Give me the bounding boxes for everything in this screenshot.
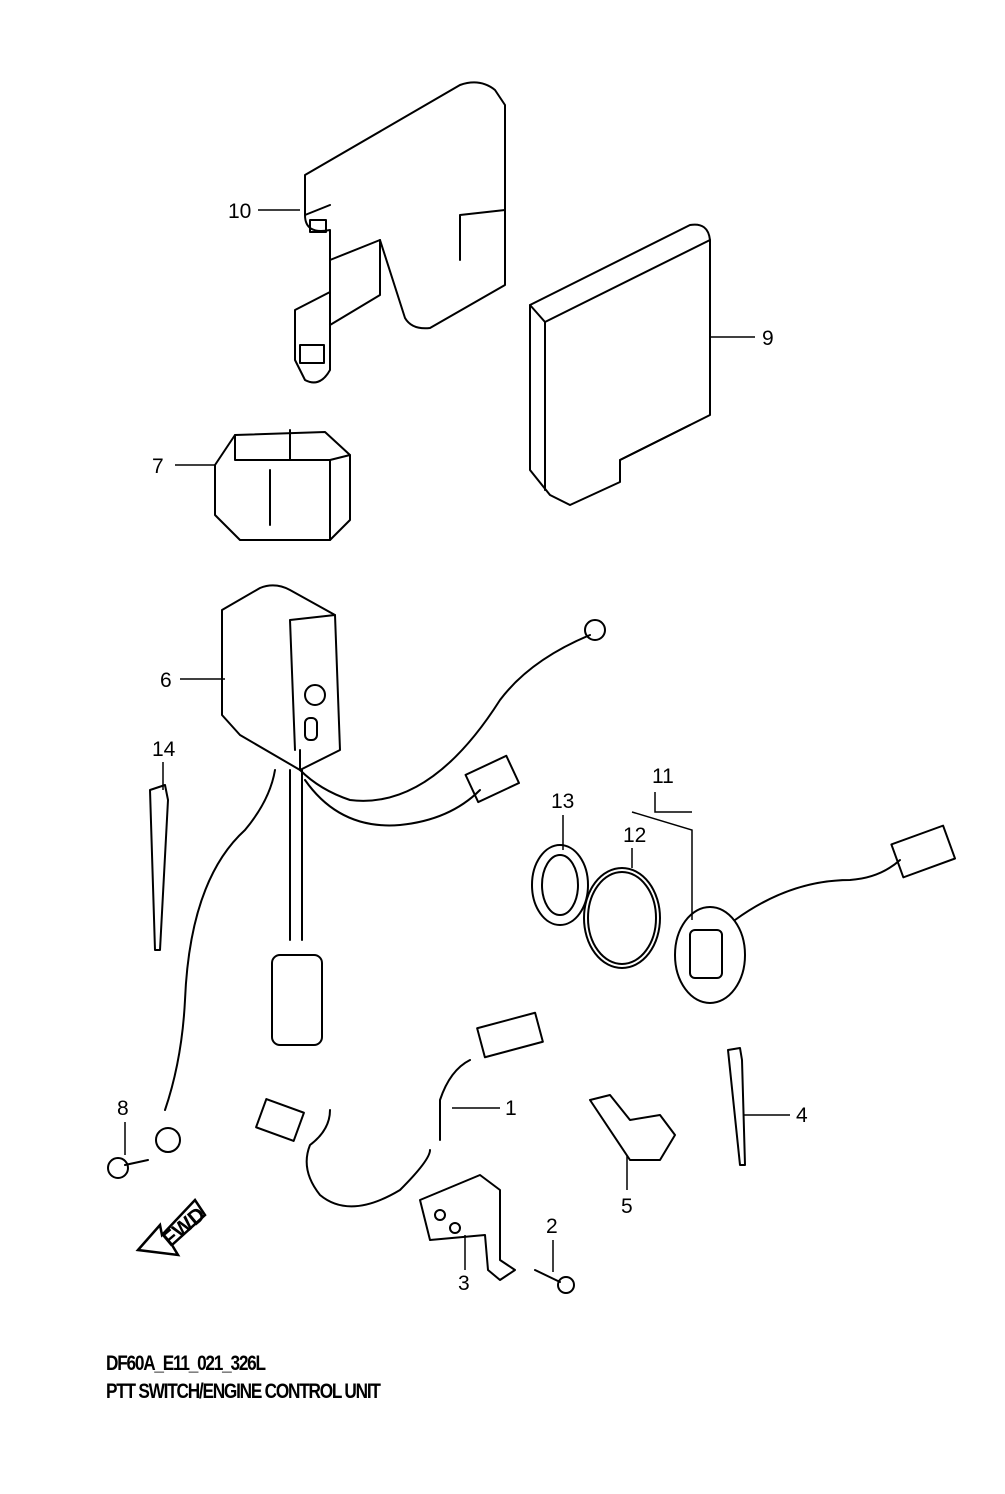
callout-9: 9 xyxy=(762,327,774,350)
part-6-ptt-switch[interactable] xyxy=(155,584,606,1153)
part-10-cover[interactable] xyxy=(294,81,506,384)
callout-2: 2 xyxy=(546,1215,558,1238)
diagram-code: DF60A_E11_021_326L xyxy=(106,1352,266,1375)
callout-labels: 1 2 3 4 5 6 7 8 9 10 11 12 13 14 xyxy=(117,200,808,1295)
callout-12: 12 xyxy=(623,824,646,847)
part-11-switch-harness[interactable] xyxy=(674,824,957,1004)
part-2-screw[interactable] xyxy=(534,1269,575,1294)
callout-5: 5 xyxy=(621,1195,633,1218)
part-5-clamp[interactable] xyxy=(589,1094,676,1161)
callout-4: 4 xyxy=(796,1104,808,1127)
part-1-harness[interactable] xyxy=(255,1011,544,1208)
part-9-ecu[interactable] xyxy=(529,223,711,506)
callout-1: 1 xyxy=(505,1097,517,1120)
callout-14: 14 xyxy=(152,738,176,761)
callout-8: 8 xyxy=(117,1097,129,1120)
fwd-arrow-icon: FWD xyxy=(135,1197,210,1257)
part-4-cable-tie[interactable] xyxy=(727,1047,746,1166)
part-13-nut[interactable] xyxy=(531,844,589,926)
part-8-bolt[interactable] xyxy=(107,1157,149,1179)
callout-11: 11 xyxy=(652,765,674,788)
callout-7: 7 xyxy=(152,455,164,478)
part-3-bracket[interactable] xyxy=(419,1174,516,1281)
callout-10: 10 xyxy=(228,200,251,223)
callout-6: 6 xyxy=(160,669,172,692)
part-14-cable-tie[interactable] xyxy=(149,784,169,951)
diagram-title: PTT SWITCH/ENGINE CONTROL UNIT xyxy=(106,1380,381,1403)
callout-3: 3 xyxy=(458,1272,470,1295)
part-12-o-ring[interactable] xyxy=(583,867,661,969)
callout-13: 13 xyxy=(551,790,574,813)
part-7-relay[interactable] xyxy=(214,429,351,541)
